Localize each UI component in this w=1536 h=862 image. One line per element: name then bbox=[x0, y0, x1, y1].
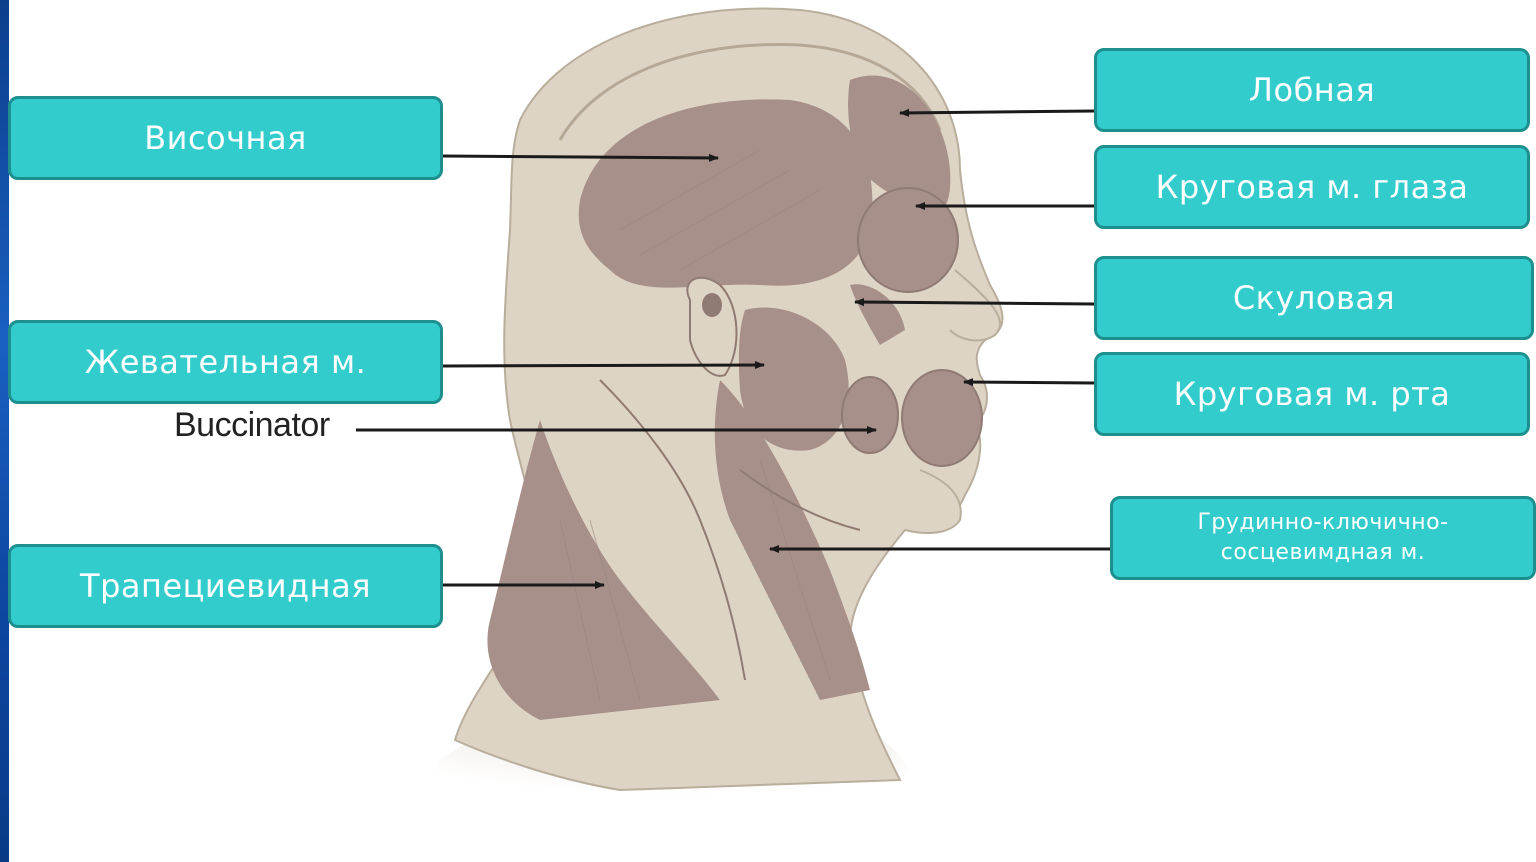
label-sternocleidomastoid: Грудинно-ключично- сосцевимдная м. bbox=[1110, 496, 1536, 580]
label-orbicularis-oculi: Круговая м. глаза bbox=[1094, 145, 1530, 229]
label-sternocleidomastoid-line2: сосцевимдная м. bbox=[1221, 538, 1425, 568]
label-zygomatic: Скуловая bbox=[1094, 256, 1534, 340]
label-orbicularis-oculi-text: Круговая м. глаза bbox=[1156, 168, 1469, 206]
label-temporal: Височная bbox=[8, 96, 443, 180]
label-trapezius-text: Трапециевидная bbox=[80, 567, 371, 605]
arrow-temporal bbox=[443, 156, 718, 158]
label-temporal-text: Височная bbox=[144, 119, 307, 157]
arrow-zygomatic bbox=[855, 302, 1094, 304]
label-sternocleidomastoid-line1: Грудинно-ключично- bbox=[1197, 508, 1448, 538]
label-orbicularis-oris: Круговая м. рта bbox=[1094, 352, 1530, 436]
label-trapezius: Трапециевидная bbox=[8, 544, 443, 628]
eye-muscle bbox=[858, 188, 958, 292]
label-masseter-text: Жевательная м. bbox=[85, 343, 367, 381]
arrow-masseter bbox=[443, 365, 764, 366]
label-zygomatic-text: Скуловая bbox=[1233, 279, 1395, 317]
label-frontal-text: Лобная bbox=[1249, 71, 1375, 109]
label-buccinator: Buccinator bbox=[174, 406, 330, 445]
label-masseter: Жевательная м. bbox=[8, 320, 443, 404]
label-orbicularis-oris-text: Круговая м. рта bbox=[1174, 375, 1451, 413]
arrow-mouth bbox=[964, 382, 1094, 383]
mouth-muscle bbox=[902, 370, 982, 466]
label-frontal: Лобная bbox=[1094, 48, 1530, 132]
arrow-frontal bbox=[900, 111, 1094, 113]
